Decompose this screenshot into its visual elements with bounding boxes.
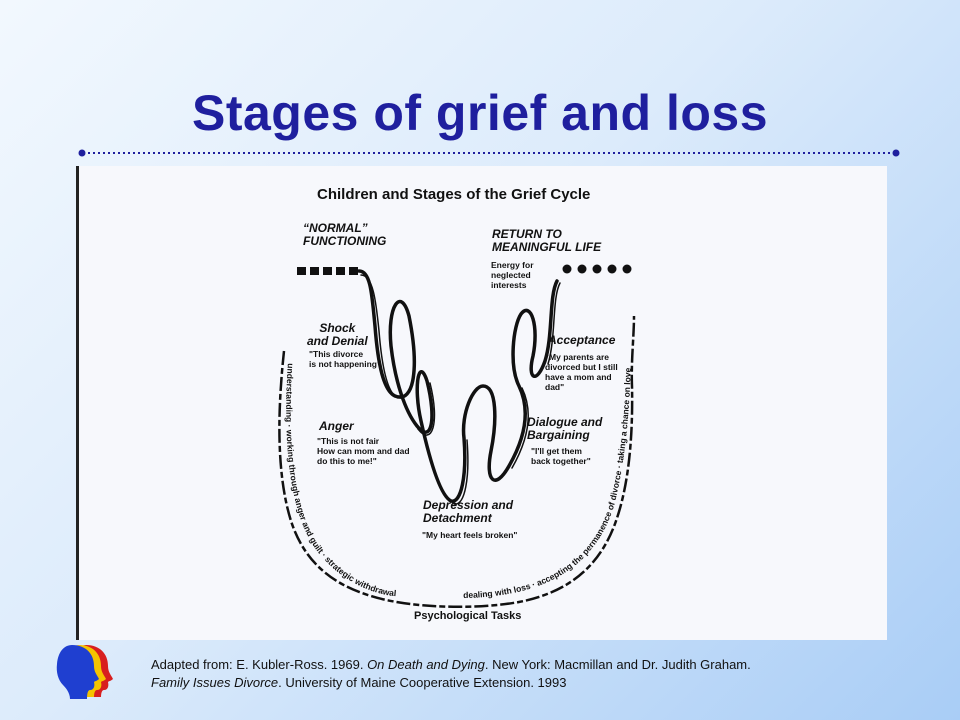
task-text-right: dealing with loss · accepting the perman… [463,367,633,600]
stage-shock-quote: "This divorce is not happening" [309,349,382,369]
title-divider [78,149,900,157]
stage-acceptance-quote: "My parents are divorced but I still hav… [545,352,618,392]
stage-return-quote: Energy for neglected interests [491,260,534,290]
stage-acceptance: Acceptance [548,333,616,347]
slide-title: Stages of grief and loss [191,85,768,141]
citation: Adapted from: E. Kubler-Ross. 1969. On D… [151,656,751,692]
psychological-tasks-label: Psychological Tasks [414,610,522,622]
grief-ribbon [357,269,559,503]
stage-shock-and-denial: Shock and Denial [307,321,368,348]
stage-dialogue-and-bargaining: Dialogue and Bargaining [527,415,603,442]
normal-functioning-dashes [297,267,358,275]
stage-dialogue-quote: "I'll get them back together" [531,446,591,466]
stage-depression-and-detachment: Depression and Detachment [423,498,514,525]
stage-anger: Anger [319,419,354,433]
citation-line-2: Family Issues Divorce. University of Mai… [151,675,567,690]
stage-normal-functioning: “NORMAL” FUNCTIONING [303,221,387,248]
grief-cycle-graphic: understanding · working through anger an… [278,264,636,609]
stage-depression-quote: "My heart feels broken" [422,530,518,540]
stage-anger-quote: "This is not fair How can mom and dad do… [317,436,410,466]
grief-cycle-diagram: understanding · working through anger an… [76,166,887,640]
head-profiles-logo [56,645,113,699]
meaningful-life-dots [562,264,632,274]
citation-line-1: Adapted from: E. Kubler-Ross. 1969. On D… [151,657,751,672]
stage-return-to-meaningful-life: RETURN TO MEANINGFUL LIFE [492,227,602,254]
task-text-left: understanding · working through anger an… [284,363,397,598]
psychological-tasks-curve [278,315,636,609]
diagram-title: Children and Stages of the Grief Cycle [317,186,591,203]
